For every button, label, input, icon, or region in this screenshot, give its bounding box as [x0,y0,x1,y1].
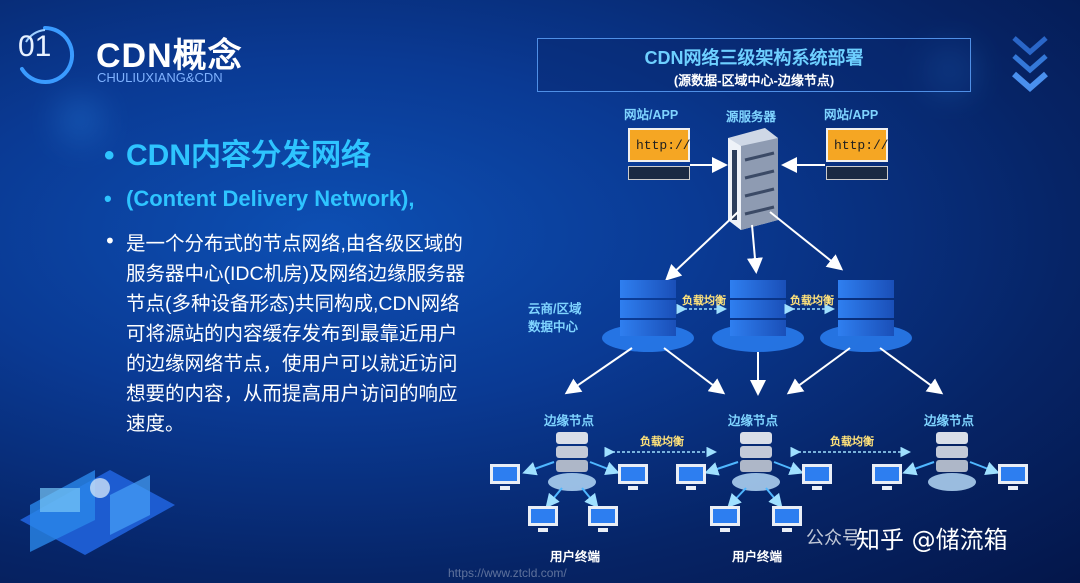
bg-glow [60,100,100,140]
page-subtitle: CHULIUXIANG&CDN [97,70,223,85]
region-datacenter-icon [712,280,804,352]
edge-server-icon [928,432,976,491]
section-number: 01 [18,30,52,63]
edge-node-label: 边缘节点 [924,414,975,428]
load-balance-label: 负载均衡 [682,295,726,307]
http-label-right: http:// [834,138,889,153]
origin-server-icon [728,128,778,230]
website-app-icon-right: http:// [826,128,889,186]
paragraph-bullet: • [104,229,116,253]
url-watermark: https://www.ztcld.com/ [448,566,567,580]
bullet-cdn-name: •CDN内容分发网络 [104,139,371,172]
user-terminal-label: 用户终端 [550,550,601,564]
region-datacenter-icon [602,280,694,352]
diagram-title: CDN网络三级架构系统部署 [644,48,864,68]
edge-server-icon [732,432,780,491]
region-datacenter-icon [820,280,912,352]
website-app-icon-left: http:// [628,128,691,186]
edge-node-label: 边缘节点 [728,414,779,428]
region-center-label-line1: 云商/区域 [528,302,582,316]
dashboard-illustration-icon [20,470,175,555]
bg-glow [930,50,970,90]
edge-node-label: 边缘节点 [544,414,595,428]
diagram-title-box: CDN网络三级架构系统部署 (源数据-区域中心-边缘节点) [537,38,971,92]
site-app-label-right: 网站/APP [824,108,879,122]
bullet-cdn-english: •(Content Delivery Network), [104,186,415,211]
number-badge-icon [20,25,75,84]
site-app-label-left: 网站/APP [624,108,679,122]
edge-server-icon [548,432,596,491]
region-center-label-line2: 数据中心 [528,320,579,334]
description-paragraph: 是一个分布式的节点网络,由各级区域的服务器中心(IDC机房)及网络边缘服务器节点… [126,233,466,435]
user-terminal-label: 用户终端 [732,550,783,564]
page-title: CDN概念 [96,37,243,75]
origin-server-label: 源服务器 [726,110,777,124]
diagram-subtitle: (源数据-区域中心-边缘节点) [673,73,835,88]
chevron-down-icon [1012,36,1048,92]
http-label-left: http:// [636,138,691,153]
wechat-watermark: 公众号 [806,528,860,549]
load-balance-label: 负载均衡 [830,436,874,448]
load-balance-label: 负载均衡 [790,295,834,307]
zhihu-watermark: 知乎 @储流箱 [856,526,1008,554]
load-balance-label: 负载均衡 [640,436,684,448]
